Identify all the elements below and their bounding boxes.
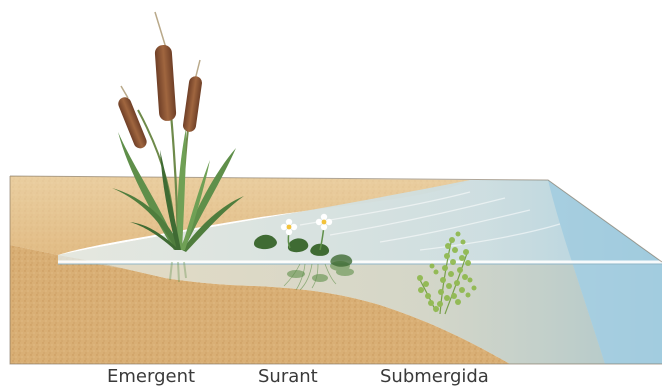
label-emergent: Emergent xyxy=(107,366,195,388)
label-submergida: Submergida xyxy=(380,366,489,388)
cattail-head xyxy=(154,44,176,121)
label-surant: Surant xyxy=(258,366,318,388)
cattail-head xyxy=(182,75,203,132)
